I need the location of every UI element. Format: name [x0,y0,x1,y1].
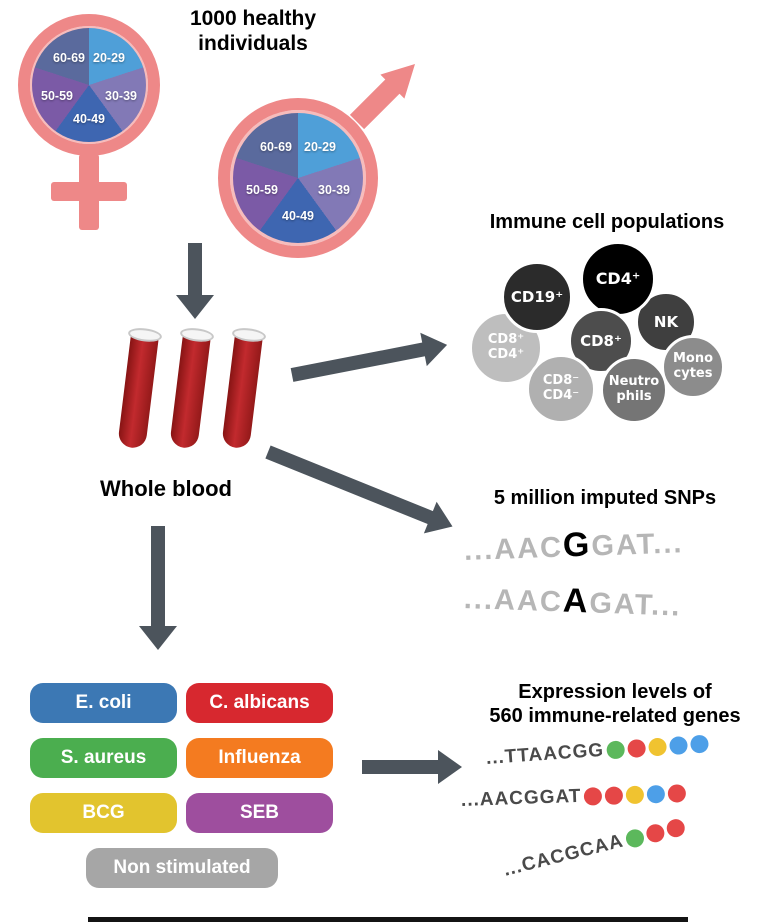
female-age-pie: 20-29 30-39 40-49 50-59 60-69 [32,28,146,142]
expression-dot [626,785,645,805]
stimulus-pill-saureus: S. aureus [30,738,177,778]
gene-sequence: ...AACGGAT [460,785,582,811]
figure-title: 1000 healthy individuals [189,7,317,56]
blood-tube [216,326,267,457]
expression-dot [605,786,624,805]
age-label-20-29: 20-29 [93,51,125,65]
cell-cd4pos: CD4⁺ [580,241,656,317]
gene-expression-row: ...AACGGAT [461,782,687,812]
stimulus-label: Non stimulated [113,857,251,878]
snp-sequence-2: ...AACAGAT... [463,578,682,625]
age-label-30-39: 30-39 [105,89,137,103]
expression-dot [664,817,687,840]
cell-monocytes: Mono cytes [661,335,725,399]
blood-tubes [117,326,280,468]
gene-sequence: ...CACGCAA [501,830,626,881]
expression-dot [584,787,603,806]
stimulus-label: BCG [82,802,125,823]
stimulus-pill-calbicans: C. albicans [186,683,333,723]
age-label-40-49: 40-49 [73,112,105,126]
male-symbol-arrow [349,64,415,130]
immune-cells-title: Immune cell populations [489,211,725,233]
gene-expression-row: ...TTAACGG [485,732,710,770]
gene-expression-row: ...CACGCAA [501,815,687,881]
age-label-20-29: 20-29 [304,140,336,154]
arrow-blood-to-snps [262,436,459,543]
stimulus-label: E. coli [75,692,132,713]
snp-seq-suffix: GAT... [588,587,682,623]
expression-dot [606,740,626,760]
snp-variant-allele: A [562,581,591,621]
snp-seq-suffix: GAT... [590,527,684,563]
whole-blood-label: Whole blood [100,476,232,501]
expression-dot [668,784,687,803]
expression-dot [644,822,667,845]
stimulus-pill-seb: SEB [186,793,333,833]
arrow-individuals-to-blood [175,243,215,319]
expression-dot [690,734,710,754]
age-label-60-69: 60-69 [260,140,292,154]
age-label-40-49: 40-49 [282,209,314,223]
arrow-stimulations-to-expression [362,750,462,784]
stimulus-pill-bcg: BCG [30,793,177,833]
stimulus-label: SEB [239,802,280,823]
stimulus-label: S. aureus [60,747,147,768]
arrow-blood-to-stimulations [138,526,178,650]
stimulus-label: Influenza [218,747,301,768]
immune-cell-cluster: CD8⁺ CD4⁺ CD19⁺ NK Mono cytes CD4⁺ CD8⁺ … [462,241,757,435]
arrow-blood-to-cell-populations [289,328,451,392]
stimulus-pill-nonstimulated: Non stimulated [86,848,278,888]
expression-dot [624,827,646,850]
snp-sequence-1: ...AACGGAT... [463,522,684,569]
cell-cd8neg-cd4neg: CD8⁻ CD4⁻ [526,354,596,424]
stimulus-pill-influenza: Influenza [186,738,333,778]
snp-seq-prefix: ...AAC [463,531,564,567]
expression-title: Expression levels of 560 immune-related … [489,681,741,727]
female-gender-symbol: 20-29 30-39 40-49 50-59 60-69 [18,14,160,230]
female-symbol-crossbar [51,182,127,201]
cell-cd19pos: CD19⁺ [501,261,573,333]
age-label-50-59: 50-59 [41,89,73,103]
blood-tube [164,326,215,457]
gene-sequence: ...TTAACGG [485,739,605,769]
cell-neutrophils: Neutro phils [600,356,668,424]
male-gender-symbol: 20-29 30-39 40-49 50-59 60-69 [216,58,428,268]
expression-dot [627,738,647,759]
expression-dot [669,735,689,756]
age-label-30-39: 30-39 [318,183,350,197]
snp-variant-allele: G [562,525,593,565]
stimulus-label: C. albicans [209,692,310,713]
age-label-50-59: 50-59 [246,183,278,197]
male-age-pie: 20-29 30-39 40-49 50-59 60-69 [233,113,363,243]
age-label-60-69: 60-69 [53,51,85,65]
expression-dot [647,784,666,804]
stimulus-pill-ecoli: E. coli [30,683,177,723]
bottom-border-line [88,917,688,922]
expression-dot [648,737,668,757]
blood-tube [112,326,163,457]
snps-title: 5 million imputed SNPs [493,487,717,509]
snp-seq-prefix: ...AAC [463,583,564,619]
